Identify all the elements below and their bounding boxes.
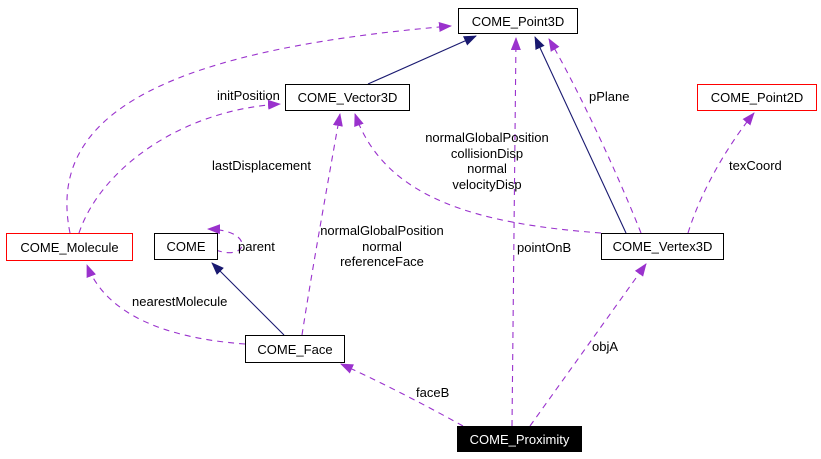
node-come-face[interactable]: COME_Face [245, 335, 345, 363]
edge-init-position [66, 22, 452, 234]
edge-label-parent: parent [238, 239, 275, 254]
edge-label-face-to-vector-cluster: normalGlobalPosition normal referenceFac… [320, 223, 444, 269]
edge-nearest-molecule [86, 264, 246, 345]
node-come[interactable]: COME [154, 233, 218, 260]
node-come-molecule-label: COME_Molecule [20, 239, 119, 255]
edge-vector3d-to-point3d [367, 35, 477, 85]
edge-face-b [340, 363, 464, 427]
node-come-proximity-label: COME_Proximity [469, 431, 570, 447]
node-come-proximity[interactable]: COME_Proximity [457, 426, 582, 452]
node-come-vertex3d[interactable]: COME_Vertex3D [601, 233, 724, 260]
node-come-vector3d[interactable]: COME_Vector3D [285, 84, 410, 111]
edge-vertex3d-to-point3d [534, 36, 627, 234]
edge-last-displacement [78, 99, 281, 234]
node-come-molecule[interactable]: COME_Molecule [6, 233, 133, 261]
node-come-label: COME [166, 239, 206, 254]
edge-vertex3d-to-vector3d [354, 113, 602, 234]
edge-obj-a [529, 263, 647, 427]
edge-label-point-on-b: pointOnB [517, 240, 572, 255]
edge-label-vertex-to-vector-cluster: normalGlobalPosition collisionDisp norma… [425, 130, 549, 192]
edge-label-nearest-molecule: nearestMolecule [132, 294, 228, 309]
node-come-face-label: COME_Face [257, 341, 333, 357]
edge-point-on-b [510, 37, 521, 427]
node-come-point2d-label: COME_Point2D [710, 90, 804, 105]
edge-parent-loop [207, 224, 243, 254]
edge-label-tex-coord: texCoord [729, 158, 782, 173]
node-come-point3d[interactable]: COME_Point3D [458, 8, 578, 34]
edge-label-obj-a: objA [592, 339, 619, 354]
edge-label-init-position: initPosition [217, 88, 280, 103]
edge-label-last-displacement: lastDisplacement [212, 158, 311, 173]
edge-label-face-b: faceB [416, 385, 450, 400]
edge-p-plane [548, 38, 642, 234]
edge-label-p-plane: pPlane [589, 89, 630, 104]
edge-face-to-vector3d [301, 113, 343, 336]
edge-face-to-come [211, 262, 285, 336]
node-come-vector3d-label: COME_Vector3D [297, 90, 398, 105]
node-come-vertex3d-label: COME_Vertex3D [612, 239, 713, 254]
edge-tex-coord [687, 112, 755, 234]
node-come-point2d[interactable]: COME_Point2D [697, 84, 817, 111]
node-come-point3d-label: COME_Point3D [471, 13, 565, 29]
